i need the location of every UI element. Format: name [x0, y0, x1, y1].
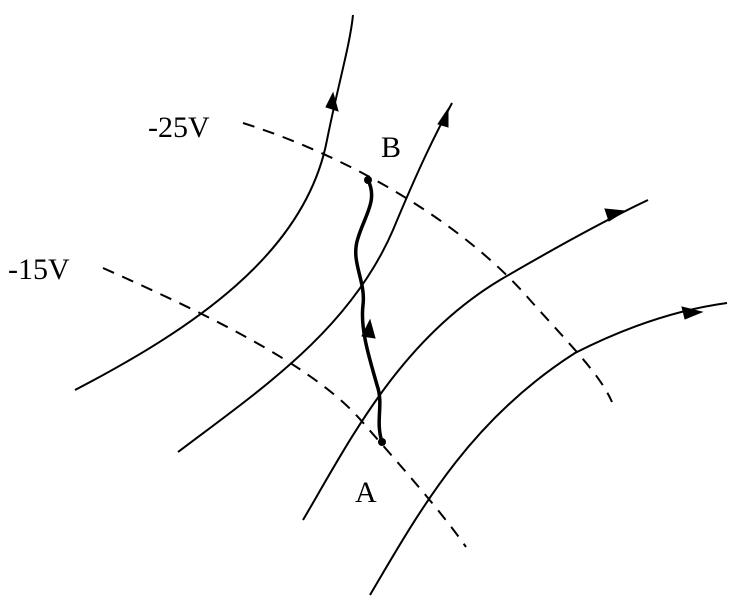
field-line-2 — [177, 102, 453, 453]
field-line-1 — [74, 14, 354, 391]
label-potential-high: -25V — [148, 111, 210, 144]
field-line-4 — [369, 302, 728, 596]
label-point-a: A — [355, 476, 377, 509]
label-potential-low: -15V — [8, 253, 70, 286]
trajectory-a-to-b — [354, 178, 384, 444]
field-arrow-3 — [604, 208, 627, 222]
point-b-dot — [364, 176, 372, 184]
equipotential-15v — [102, 267, 467, 548]
equipotential-25v — [242, 122, 613, 403]
label-point-b: B — [381, 131, 401, 164]
field-arrow-2 — [437, 107, 449, 128]
field-arrow-4 — [681, 306, 704, 320]
field-arrow-1 — [325, 91, 339, 112]
point-a-dot — [378, 438, 386, 446]
field-line-3 — [302, 199, 649, 521]
trajectory-arrow — [361, 318, 376, 339]
